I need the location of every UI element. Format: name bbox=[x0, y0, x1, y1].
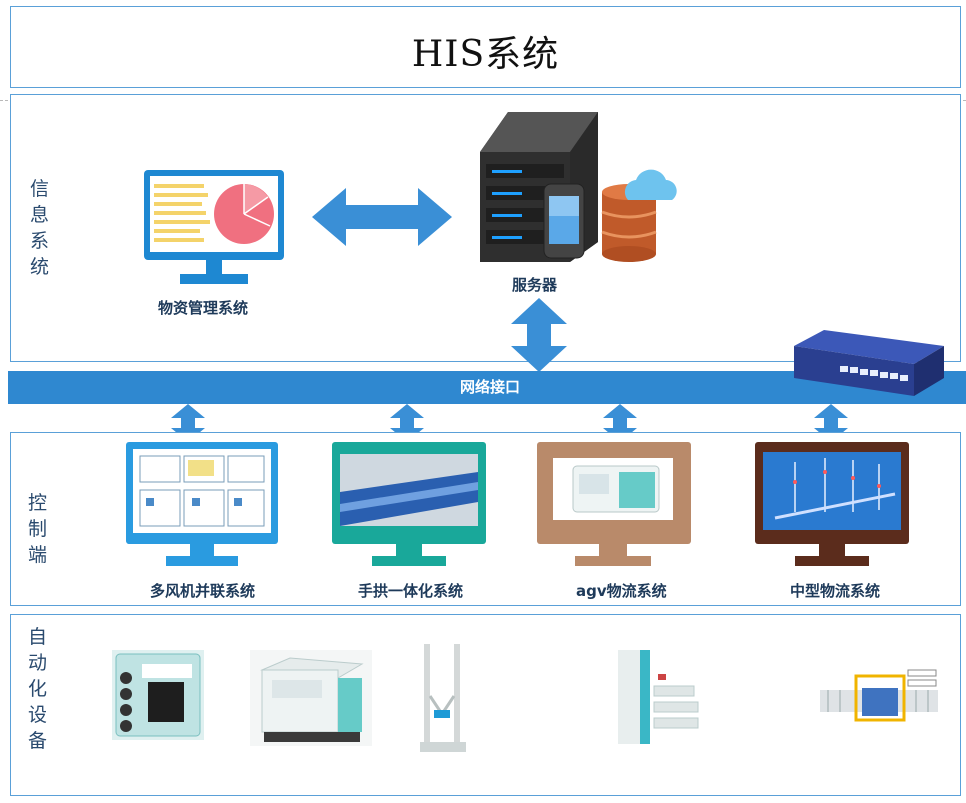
network-bus-label: 网络接口 bbox=[460, 378, 521, 396]
server-label: 服务器 bbox=[512, 276, 558, 294]
terminal-agv-monitor-icon bbox=[537, 442, 691, 566]
vertical-bidirectional-arrow-icon bbox=[511, 298, 567, 372]
terminal-1-label: 多风机并联系统 bbox=[150, 582, 256, 600]
terminal-2-label: 手拱一体化系统 bbox=[358, 582, 464, 600]
device-conveyor-icon bbox=[820, 669, 938, 722]
terminal-handle-monitor-icon bbox=[332, 442, 486, 566]
materials-system-label: 物资管理系统 bbox=[158, 299, 249, 317]
device-agv-cart-icon bbox=[250, 650, 372, 746]
terminal-fan-monitor-icon bbox=[126, 442, 278, 566]
info-section-label: 信息系统 bbox=[30, 178, 50, 278]
bidirectional-arrow-icon bbox=[312, 188, 452, 246]
device-cabinet-icon bbox=[112, 650, 204, 740]
automation-section-label: 自动化设备 bbox=[28, 626, 48, 752]
terminal-3-label: agv物流系统 bbox=[576, 582, 667, 600]
network-switch-icon bbox=[794, 330, 944, 396]
device-lift-icon bbox=[618, 650, 699, 744]
control-section-label: 控制端 bbox=[28, 492, 48, 566]
server-icon bbox=[480, 112, 677, 262]
materials-monitor-icon bbox=[144, 170, 284, 284]
title-box: HIS系统 bbox=[10, 6, 961, 88]
terminal-4-label: 中型物流系统 bbox=[790, 582, 881, 600]
device-frame-icon bbox=[420, 644, 466, 752]
terminal-logistics-monitor-icon bbox=[755, 442, 909, 566]
page-title: HIS系统 bbox=[411, 34, 560, 75]
